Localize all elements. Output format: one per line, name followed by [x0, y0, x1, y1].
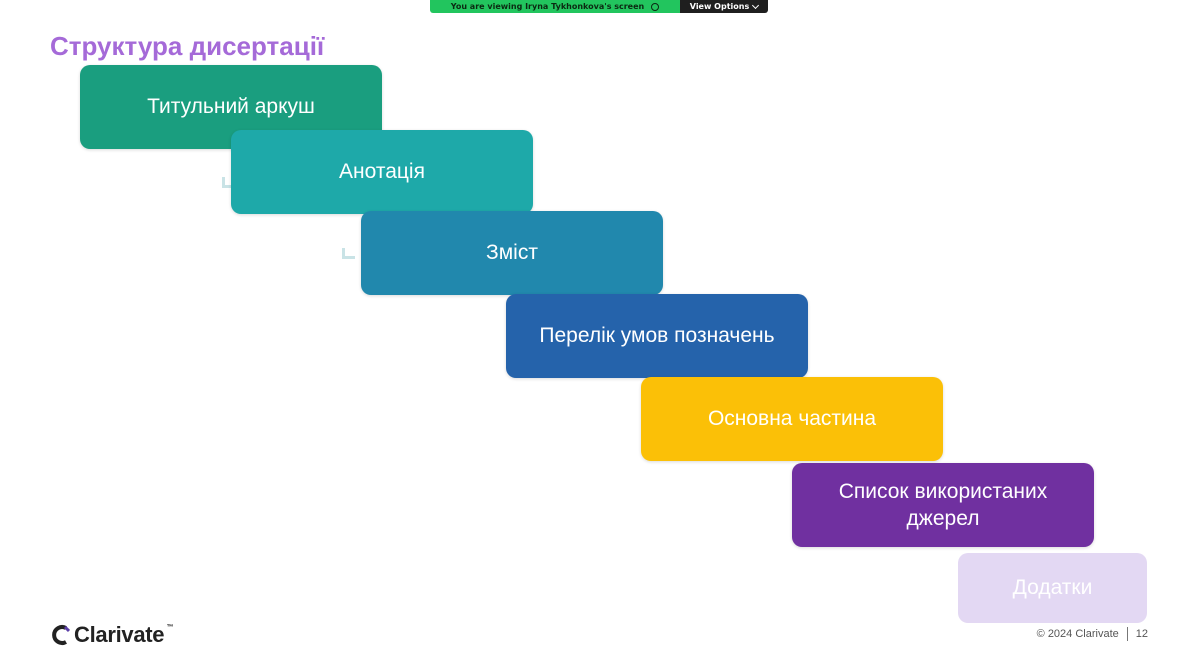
connector-arrow [222, 177, 235, 188]
view-options-label: View Options [689, 2, 750, 11]
connector-arrow [342, 248, 355, 259]
step-abstract: Анотація [231, 130, 533, 214]
step-references: Список використаних джерел [792, 463, 1094, 547]
page-number: 12 [1135, 628, 1148, 640]
step-appendices: Додатки [958, 553, 1147, 623]
step-main-part: Основна частина [641, 377, 943, 461]
view-options-button[interactable]: View Options [680, 0, 768, 13]
slide-footer: © 2024 Clarivate 12 [1037, 627, 1148, 641]
trademark-sign: ™ [166, 624, 174, 631]
footer-divider [1126, 627, 1128, 641]
slide-title: Структура дисертації [50, 31, 325, 61]
viewing-text: You are viewing Iryna Tykhonkova's scree… [450, 2, 645, 11]
viewing-indicator: You are viewing Iryna Tykhonkova's scree… [430, 0, 680, 13]
copyright-text: © 2024 Clarivate [1036, 628, 1119, 640]
chevron-down-icon [752, 1, 760, 9]
status-icon [651, 2, 660, 11]
clarivate-logo-icon [52, 625, 70, 645]
screen-share-banner: You are viewing Iryna Tykhonkova's scree… [430, 0, 768, 13]
step-contents: Зміст [361, 211, 663, 295]
step-notation-list: Перелік умов позначень [506, 294, 808, 378]
